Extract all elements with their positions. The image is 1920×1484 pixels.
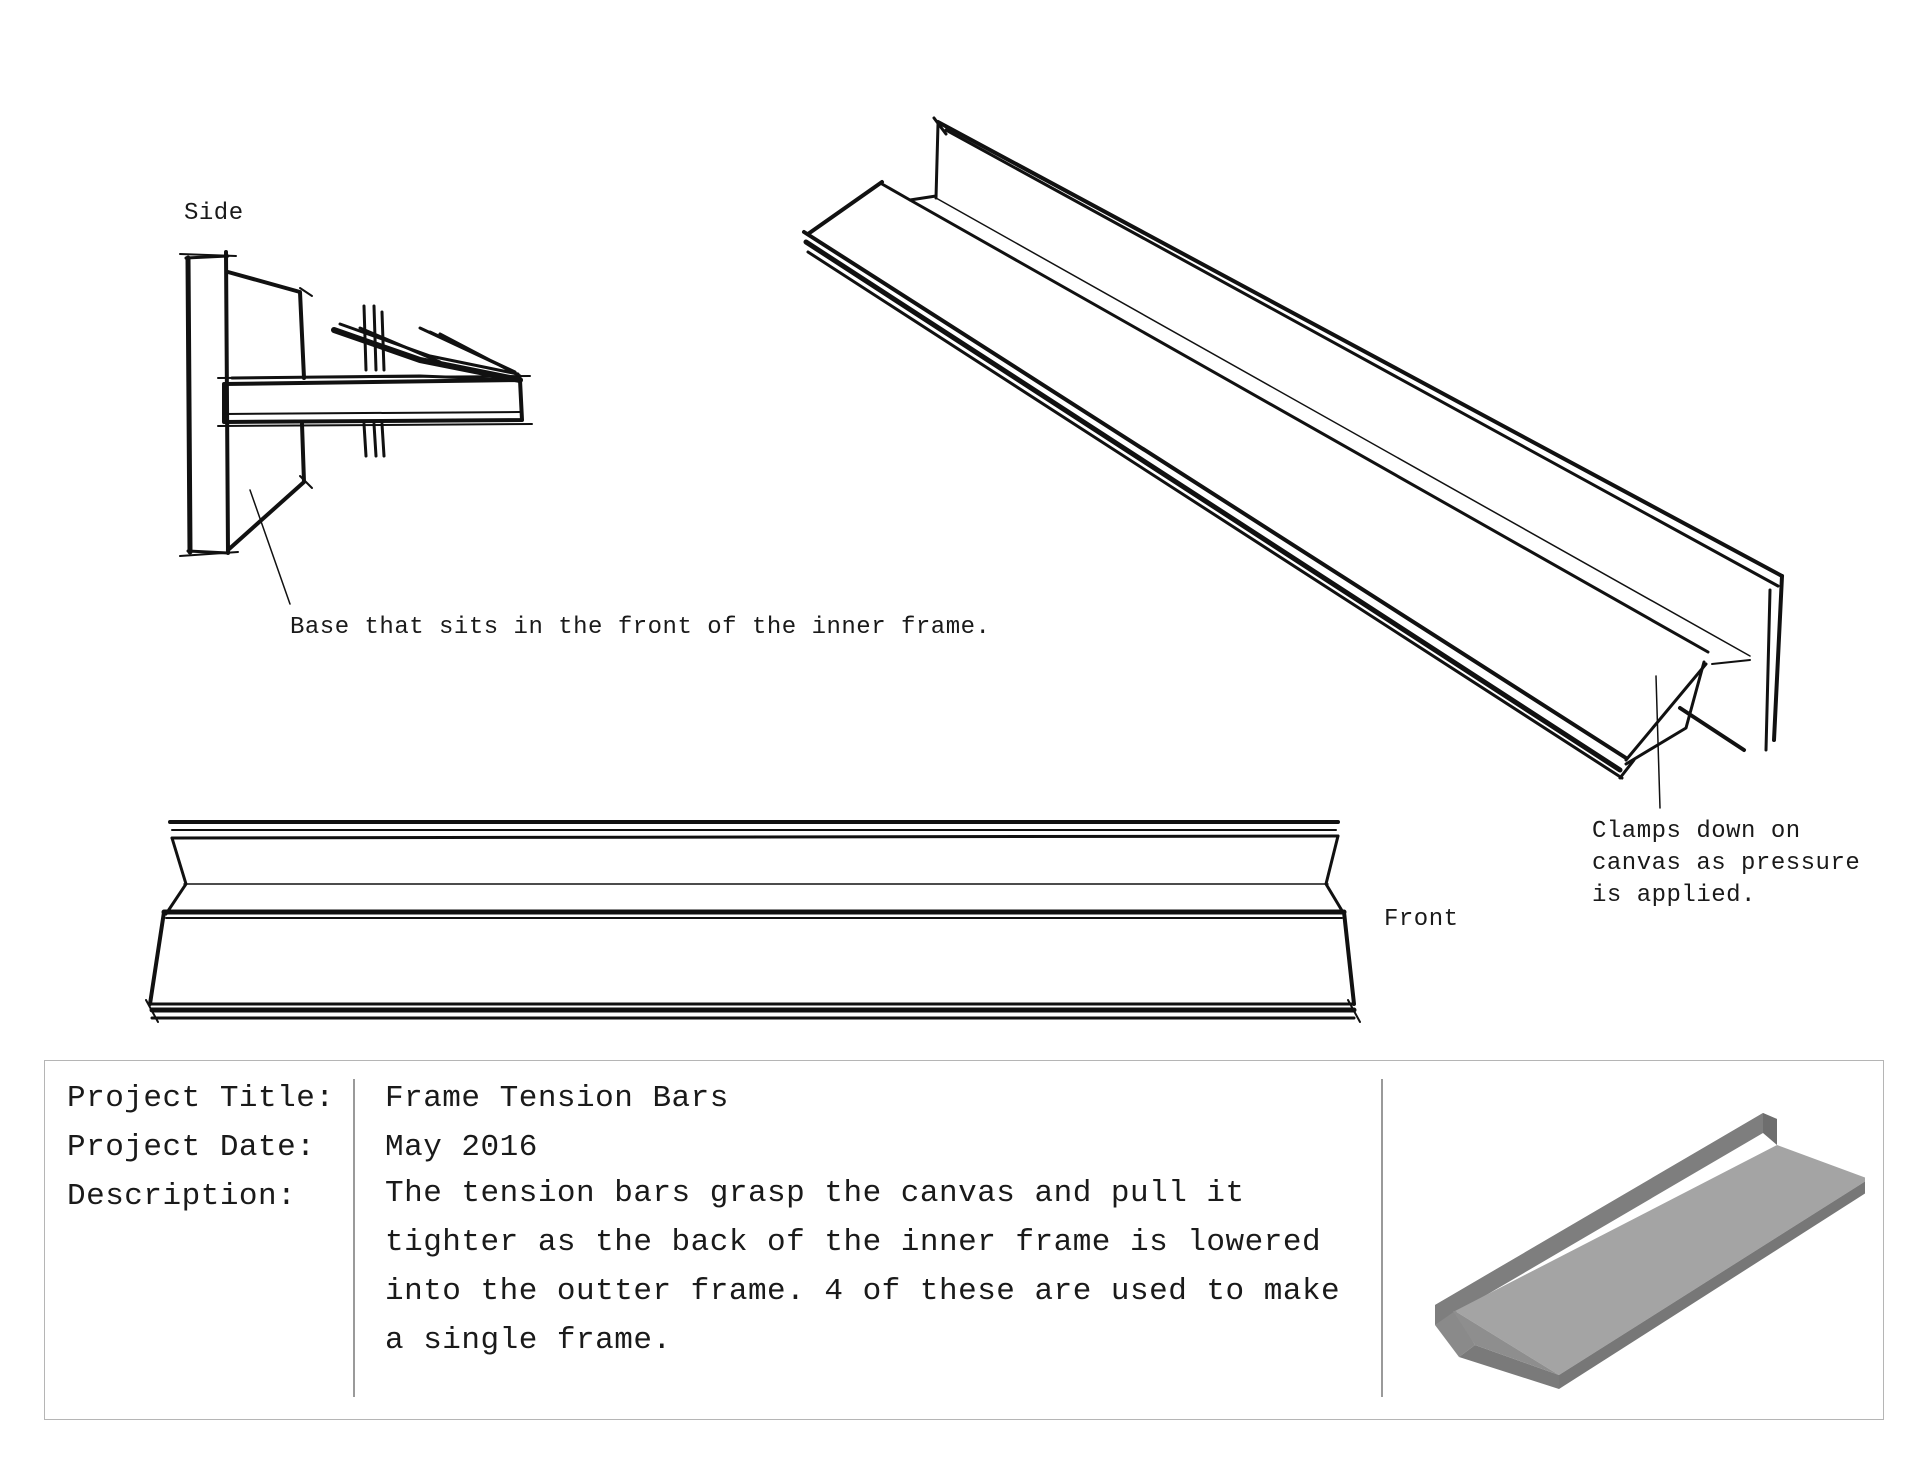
side-view-label: Side [184, 200, 244, 227]
project-date-key: Project Date: [67, 1130, 316, 1165]
clamp-annotation-line1: Clamps down on [1592, 818, 1801, 845]
project-date-value: May 2016 [385, 1130, 538, 1165]
project-title-value: Frame Tension Bars [385, 1081, 729, 1116]
front-view-label: Front [1384, 906, 1459, 933]
clamp-annotation-line2: canvas as pressure [1592, 850, 1861, 877]
description-key: Description: [67, 1179, 297, 1214]
clamp-annotation-line3: is applied. [1592, 882, 1756, 909]
project-title-key: Project Title: [67, 1081, 335, 1116]
project-info-box: Project Title: Frame Tension Bars Projec… [44, 1060, 1884, 1420]
side-view-sketch [179, 250, 533, 605]
column-divider [353, 1079, 355, 1397]
description-value: The tension bars grasp the canvas and pu… [385, 1176, 1341, 1358]
column-divider [1381, 1079, 1383, 1397]
base-annotation: Base that sits in the front of the inner… [290, 614, 991, 641]
isometric-view-sketch [802, 116, 1784, 809]
front-view-sketch [145, 820, 1361, 1023]
rendered-bar-image [1435, 1113, 1865, 1389]
